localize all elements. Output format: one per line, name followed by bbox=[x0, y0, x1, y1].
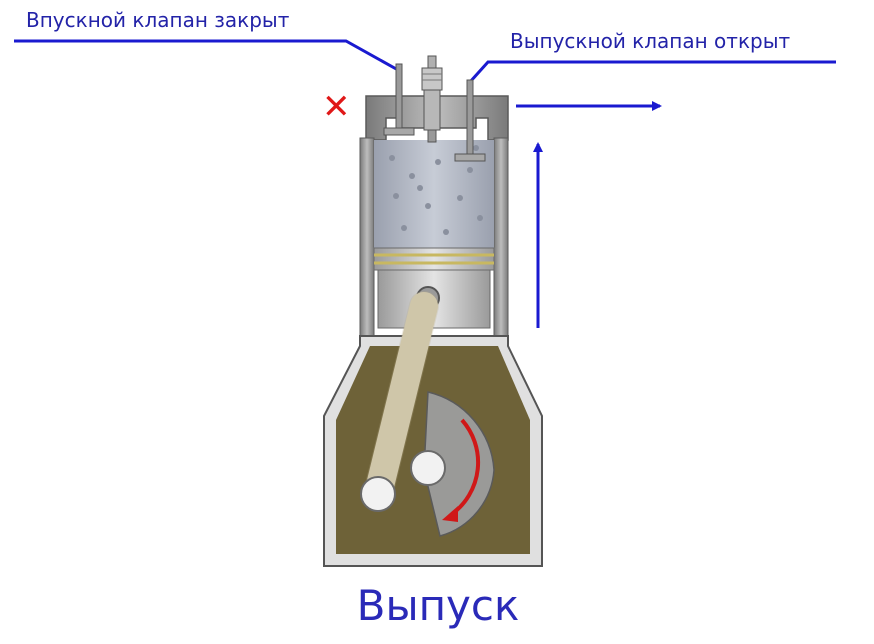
rotation-arrow bbox=[442, 418, 481, 522]
cross-icon: ✕ bbox=[322, 87, 351, 127]
connecting-rod bbox=[363, 291, 439, 509]
intake-valve bbox=[383, 63, 415, 136]
intake-valve-label: Впускной клапан закрыт bbox=[26, 8, 290, 32]
spark-plug-icon bbox=[421, 55, 443, 143]
exhaust-valve bbox=[454, 79, 486, 162]
crankshaft-main-journal bbox=[410, 450, 446, 486]
exhaust-valve-label: Выпускной клапан открыт bbox=[510, 29, 791, 53]
crank-pin bbox=[360, 476, 396, 512]
cylinder-wall-left bbox=[359, 137, 375, 339]
exhaust-gas-particles bbox=[389, 145, 483, 235]
crank-counterweight bbox=[423, 391, 495, 537]
cylinder-wall-right bbox=[493, 137, 509, 339]
stroke-name-caption: Выпуск bbox=[357, 581, 520, 630]
